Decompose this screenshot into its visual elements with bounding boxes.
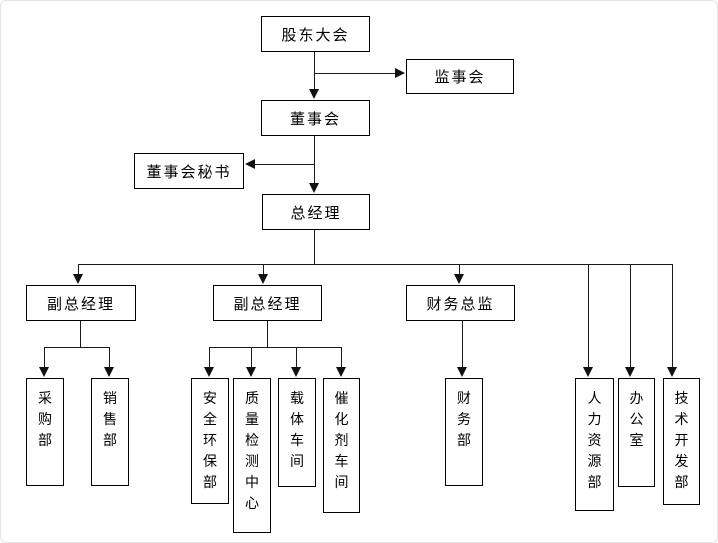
node-carrier-workshop: 载体车间 (278, 378, 316, 487)
connector-drop-carrier (296, 347, 297, 368)
arrowhead-down-finance-director (454, 274, 464, 284)
arrowhead-down-catalyst (336, 367, 346, 377)
connector-drop-quality-center (251, 347, 252, 368)
node-deputy-gm-1: 副总经理 (26, 285, 136, 321)
arrowhead-down-safety-env (204, 367, 214, 377)
connector-drop-finance-director (459, 264, 460, 275)
node-label: 董事会秘书 (146, 163, 232, 181)
node-board-secretary: 董事会秘书 (134, 153, 244, 189)
arrowhead-right-supervisory (395, 68, 405, 78)
node-quality-testing-center: 质量检测中心 (233, 378, 271, 533)
connector-drop-hr (588, 264, 589, 368)
connector-drop-tech-dev (672, 264, 673, 368)
node-label: 副总经理 (46, 295, 115, 313)
arrowhead-down-carrier (291, 367, 301, 377)
arrowhead-down-gm (309, 183, 319, 193)
node-tech-dev-dept: 技术开发部 (663, 378, 700, 505)
arrowhead-left-secretary (245, 159, 255, 169)
node-finance-dept: 财务部 (445, 378, 483, 486)
node-finance-director: 财务总监 (406, 285, 515, 321)
node-sales-dept: 销售部 (91, 378, 129, 486)
node-catalyst-workshop: 催化剂车间 (323, 378, 360, 513)
arrowhead-down-board (309, 89, 319, 99)
connector-distribution-bar (78, 264, 672, 265)
node-label: 采购部 (38, 390, 52, 448)
node-label: 财务总监 (426, 295, 495, 313)
node-label: 办公室 (629, 390, 644, 448)
node-label: 副总经理 (233, 295, 302, 313)
node-supervisory-board: 监事会 (406, 59, 514, 94)
node-label: 人力资源部 (587, 390, 602, 490)
node-hr-dept: 人力资源部 (575, 378, 614, 511)
arrowhead-down-deputy-gm-2 (258, 274, 268, 284)
connector-drop-sales (109, 347, 110, 368)
node-label: 催化剂车间 (334, 390, 349, 490)
connector-drop-finance-dept (462, 321, 463, 368)
node-safety-env-dept: 安全环保部 (191, 378, 229, 504)
node-office: 办公室 (618, 378, 655, 487)
connector-to-secretary (255, 164, 315, 165)
connector-drop-catalyst (341, 347, 342, 368)
node-label: 质量检测中心 (245, 390, 259, 511)
node-label: 销售部 (103, 390, 117, 448)
node-general-manager: 总经理 (262, 194, 370, 230)
arrowhead-down-sales (104, 367, 114, 377)
node-procurement-dept: 采购部 (26, 378, 64, 486)
node-shareholders-meeting: 股东大会 (261, 16, 370, 52)
node-label: 股东大会 (281, 26, 350, 44)
connector-to-supervisory (314, 73, 395, 74)
arrowhead-down-deputy-gm-1 (73, 274, 83, 284)
connector-deputy1-bar (44, 347, 110, 348)
node-label: 安全环保部 (203, 390, 217, 490)
node-label: 技术开发部 (674, 390, 689, 490)
connector-drop-procurement (44, 347, 45, 368)
connector-deputy2-bar (209, 347, 341, 348)
arrowhead-down-finance-dept (457, 367, 467, 377)
connector-deputy1-stem (80, 321, 81, 347)
node-label: 总经理 (290, 204, 342, 222)
connector-drop-deputy-gm-2 (263, 264, 264, 275)
arrowhead-down-quality-center (246, 367, 256, 377)
connector-drop-deputy-gm-1 (78, 264, 79, 275)
connector-deputy2-stem (267, 321, 268, 347)
node-label: 董事会 (289, 110, 341, 128)
node-board-of-directors: 董事会 (261, 100, 370, 136)
arrowhead-down-office (625, 367, 635, 377)
arrowhead-down-tech-dev (667, 367, 677, 377)
connector-drop-safety-env (209, 347, 210, 368)
arrowhead-down-procurement (39, 367, 49, 377)
node-deputy-gm-2: 副总经理 (213, 285, 322, 321)
connector-board-to-gm (314, 136, 315, 183)
connector-drop-office (630, 264, 631, 368)
connector-gm-trunk (314, 230, 315, 264)
node-label: 财务部 (457, 390, 471, 448)
arrowhead-down-hr (583, 367, 593, 377)
node-label: 载体车间 (290, 390, 304, 469)
node-label: 监事会 (434, 69, 486, 86)
connector-shareholders-to-board (314, 52, 315, 89)
